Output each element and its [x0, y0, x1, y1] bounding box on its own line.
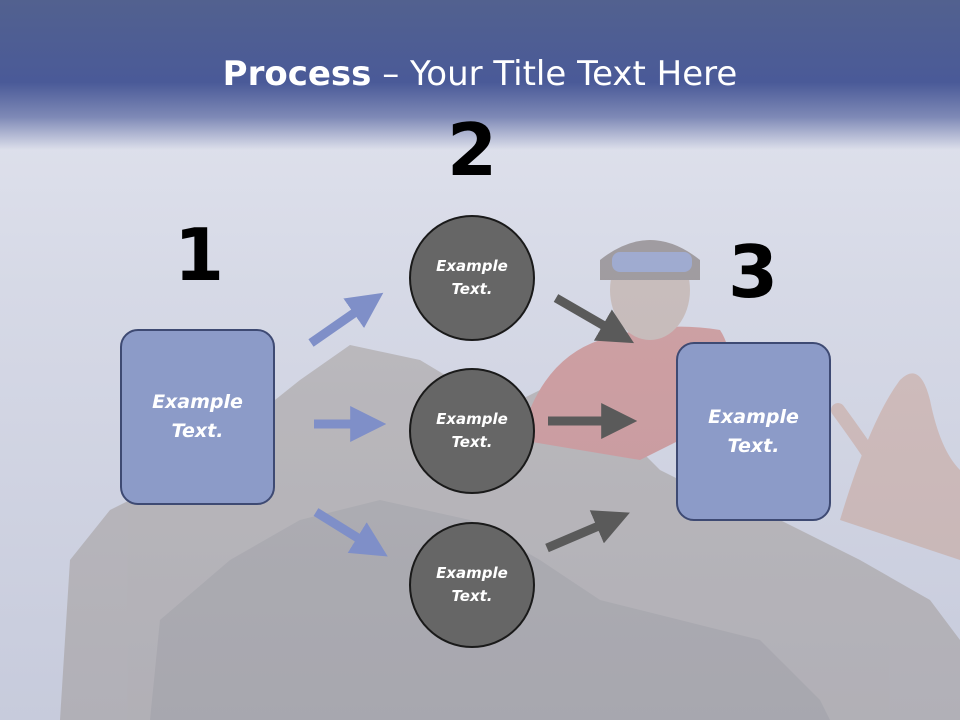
step-number-1: 1: [173, 213, 225, 297]
step-2-circle-bottom: Example Text.: [409, 522, 535, 648]
step-1-box-text: Example Text.: [152, 391, 243, 442]
step-number-2: 2: [446, 108, 498, 192]
step-3-box: Example Text.: [676, 342, 831, 521]
step-3-box-text: Example Text.: [708, 405, 799, 457]
title-rest: Your Title Text Here: [410, 54, 738, 94]
step-number-3: 3: [727, 230, 779, 314]
circle-top-text: Example Text.: [436, 257, 508, 298]
step-2-circle-middle: Example Text.: [409, 368, 535, 494]
circle-bottom-text: Example Text.: [436, 564, 508, 605]
title-bold: Process: [222, 54, 372, 94]
title-separator: –: [371, 54, 411, 94]
arrow-2-to-3-top: [553, 294, 635, 344]
step-1-box: Example Text.: [120, 329, 275, 505]
arrow-1-to-2-bottom: [313, 508, 388, 557]
header-band: [0, 0, 960, 150]
circle-middle-text: Example Text.: [436, 410, 508, 451]
arrow-2-to-3-bottom: [545, 510, 630, 553]
slide-title: Process – Your Title Text Here: [0, 52, 960, 96]
step-2-circle-top: Example Text.: [409, 215, 535, 341]
arrow-1-to-2-top: [308, 292, 384, 347]
